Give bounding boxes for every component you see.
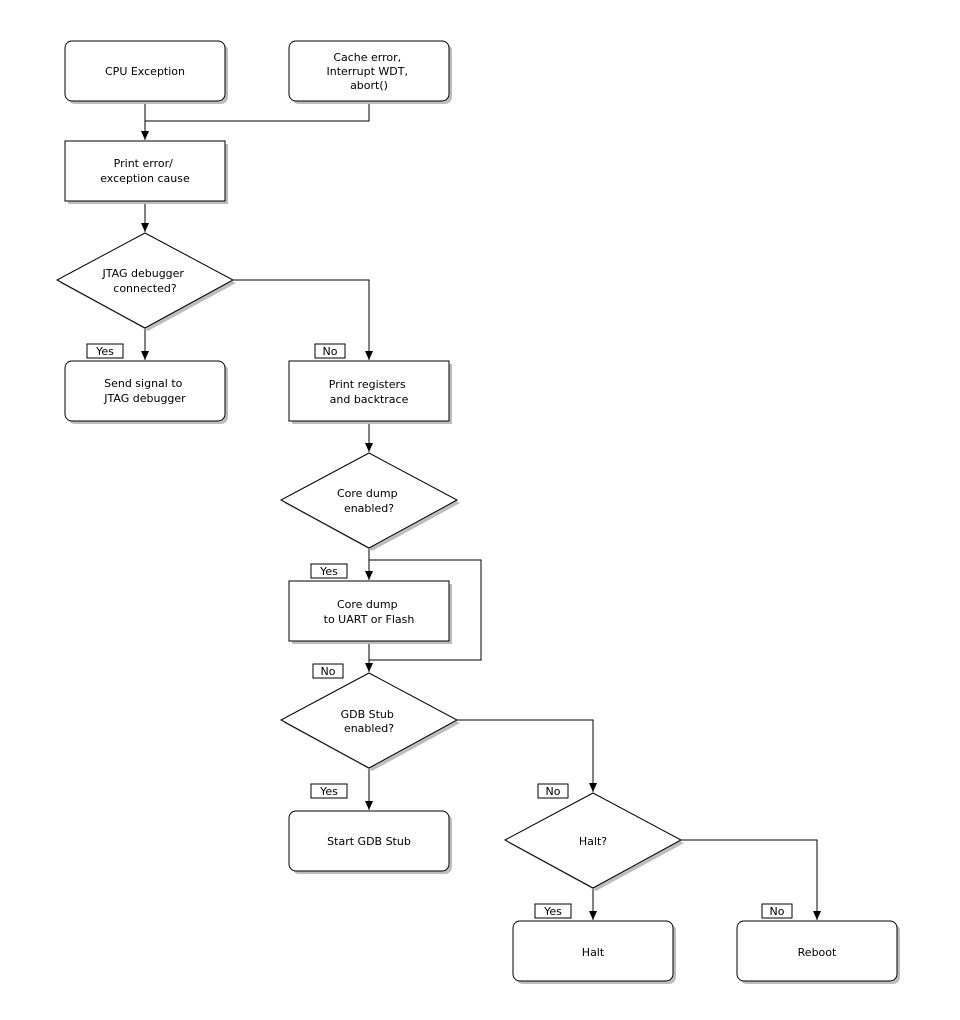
node-text-line: Send signal to [104, 377, 183, 390]
node-text-line: enabled? [344, 502, 394, 515]
node-text-line: JTAG debugger [103, 392, 186, 405]
node-cache-error: Cache error, Interrupt WDT, abort() [288, 40, 452, 104]
node-reboot: Reboot [736, 920, 900, 984]
node-text-line: Print registers [329, 378, 406, 391]
node-text-line: abort() [350, 79, 388, 92]
node-text-line: to UART or Flash [324, 613, 415, 626]
node-text-line: Print error/ [114, 157, 173, 170]
edge-label-halt-yes: Yes [534, 903, 572, 919]
node-text-line: exception cause [100, 172, 190, 185]
node-start-gdb-stub: Start GDB Stub [288, 810, 452, 874]
svg-text:No: No [770, 905, 785, 918]
node-print-error: Print error/ exception cause [64, 140, 228, 204]
node-text-line: enabled? [344, 722, 394, 735]
node-text-line: CPU Exception [105, 65, 185, 78]
node-halt: Halt [512, 920, 676, 984]
svg-text:Reboot: Reboot [798, 946, 837, 959]
node-text-line: Interrupt WDT, [327, 65, 408, 78]
svg-text:Start GDB Stub: Start GDB Stub [327, 835, 411, 848]
node-text-line: connected? [113, 282, 177, 295]
svg-text:CPU Exception: CPU Exception [105, 65, 185, 78]
edge-label-core-no: No [312, 663, 344, 679]
node-text-line: Halt? [579, 835, 607, 848]
svg-text:Yes: Yes [543, 905, 562, 918]
node-text-line: Cache error, [333, 51, 401, 64]
edge-jtag-no [233, 279, 373, 360]
node-print-registers: Print registers and backtrace [288, 360, 452, 424]
svg-text:Yes: Yes [95, 345, 114, 358]
node-halt-question: Halt? [503, 792, 684, 891]
edge-halt-no [681, 839, 821, 920]
edge-label-gdb-no: No [537, 783, 569, 799]
edge-label-jtag-yes: Yes [86, 343, 124, 359]
edge-core-dump-loop [369, 559, 482, 661]
node-text-line: Reboot [798, 946, 837, 959]
node-cpu-exception: CPU Exception [64, 40, 228, 104]
node-core-dump-enabled: Core dump enabled? [279, 452, 460, 551]
edge-label-gdb-yes: Yes [310, 783, 348, 799]
svg-text:Halt: Halt [582, 946, 605, 959]
svg-text:Yes: Yes [319, 565, 338, 578]
svg-text:Halt?: Halt? [579, 835, 607, 848]
svg-text:Print error/ exception c: Print error/ exception cause [100, 157, 190, 185]
edge-cache-to-merge [145, 101, 370, 122]
node-text-line: Start GDB Stub [327, 835, 411, 848]
edge-label-jtag-no: No [314, 343, 346, 359]
svg-text:Yes: Yes [319, 785, 338, 798]
edge-label-halt-no: No [761, 903, 793, 919]
node-text-line: Core dump [337, 598, 398, 611]
edge-gdb-no [457, 719, 597, 792]
svg-text:GDB Stub enabled?: GDB Stub enabled? [341, 708, 398, 735]
node-gdb-stub-enabled: GDB Stub enabled? [279, 672, 460, 771]
svg-text:No: No [323, 345, 338, 358]
node-text-line: GDB Stub [341, 708, 394, 721]
node-send-signal: Send signal to JTAG debugger [64, 360, 228, 424]
svg-text:Core dump to UART or Fla: Core dump to UART or Flash [324, 598, 415, 626]
node-text-line: JTAG debugger [102, 267, 185, 280]
node-core-dump: Core dump to UART or Flash [288, 580, 452, 644]
svg-text:Cache error, Interrupt W: Cache error, Interrupt WDT, abort() [327, 51, 412, 92]
node-text-line: Halt [582, 946, 605, 959]
svg-text:No: No [546, 785, 561, 798]
edge-label-core-yes: Yes [310, 563, 348, 579]
node-jtag-connected: JTAG debugger connected? [55, 232, 236, 331]
edges [141, 101, 821, 920]
svg-text:Core dump enabled?: Core dump enabled? [337, 487, 401, 515]
svg-text:Send signal to JTAG debu: Send signal to JTAG debugger [103, 377, 186, 405]
svg-text:JTAG debugger connected?: JTAG debugger connected? [102, 267, 188, 295]
node-text-line: Core dump [337, 487, 398, 500]
svg-text:Print registers and back: Print registers and backtrace [329, 378, 409, 406]
svg-text:No: No [321, 665, 336, 678]
node-text-line: and backtrace [330, 393, 409, 406]
